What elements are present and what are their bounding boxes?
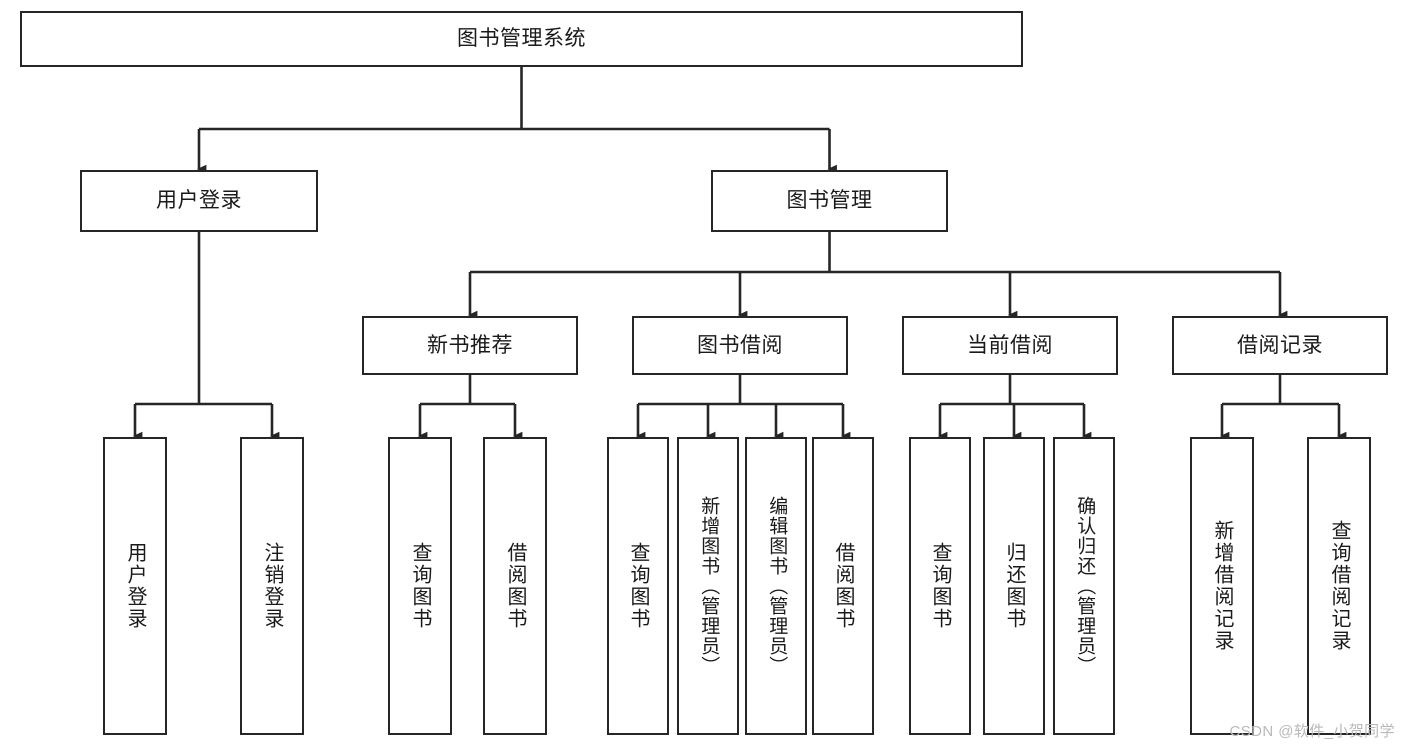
node-label: 当前借阅 [967,333,1053,357]
node-book-borrow[interactable]: 图书借阅 [632,316,848,375]
node-leaf-user-login[interactable]: 用户登录 [103,437,167,735]
node-leaf-add-record[interactable]: 新增借阅记录 [1190,437,1254,735]
node-label: 用户登录 [156,189,242,213]
node-user-login[interactable]: 用户登录 [80,170,318,232]
node-leaf-borrow-book[interactable]: 借阅图书 [812,437,874,735]
node-leaf-return-book[interactable]: 归还图书 [983,437,1045,735]
node-leaf-confirm-return[interactable]: 确认归还（管理员） [1053,437,1115,735]
node-leaf-query-book-borrow[interactable]: 查询图书 [607,437,669,735]
node-leaf-query-book-cur[interactable]: 查询图书 [909,437,971,735]
node-borrow-record[interactable]: 借阅记录 [1172,316,1388,375]
node-label: 新书推荐 [427,333,513,357]
node-book-manage[interactable]: 图书管理 [711,170,948,232]
node-label: 归还图书 [1003,542,1025,630]
node-label: 查询借阅记录 [1328,520,1350,652]
node-label: 图书管理系统 [457,27,586,51]
node-root[interactable]: 图书管理系统 [20,11,1023,67]
node-label: 查询图书 [929,542,951,630]
node-label: 注销登录 [261,542,283,630]
node-leaf-logout[interactable]: 注销登录 [240,437,304,735]
node-leaf-borrow-book-rec[interactable]: 借阅图书 [483,437,547,735]
csdn-watermark: CSDN @软件_小贺同学 [1229,723,1395,740]
node-label: 新增图书（管理员） [698,496,720,676]
node-label: 确认归还（管理员） [1074,496,1096,676]
node-label: 查询图书 [409,542,431,630]
node-leaf-add-book[interactable]: 新增图书（管理员） [677,437,739,735]
node-label: 新增借阅记录 [1211,520,1233,652]
node-leaf-edit-book[interactable]: 编辑图书（管理员） [745,437,807,735]
node-label: 图书借阅 [697,333,783,357]
node-label: 查询图书 [627,542,649,630]
node-leaf-query-record[interactable]: 查询借阅记录 [1307,437,1371,735]
node-label: 图书管理 [786,189,873,213]
node-label: 借阅图书 [504,542,526,630]
node-label: 用户登录 [124,542,146,630]
node-new-book-recommend[interactable]: 新书推荐 [362,316,578,375]
node-label: 借阅图书 [832,542,854,630]
node-label: 编辑图书（管理员） [766,496,788,676]
node-label: 借阅记录 [1237,333,1323,357]
node-current-borrow[interactable]: 当前借阅 [902,316,1118,375]
node-leaf-query-book-rec[interactable]: 查询图书 [388,437,452,735]
